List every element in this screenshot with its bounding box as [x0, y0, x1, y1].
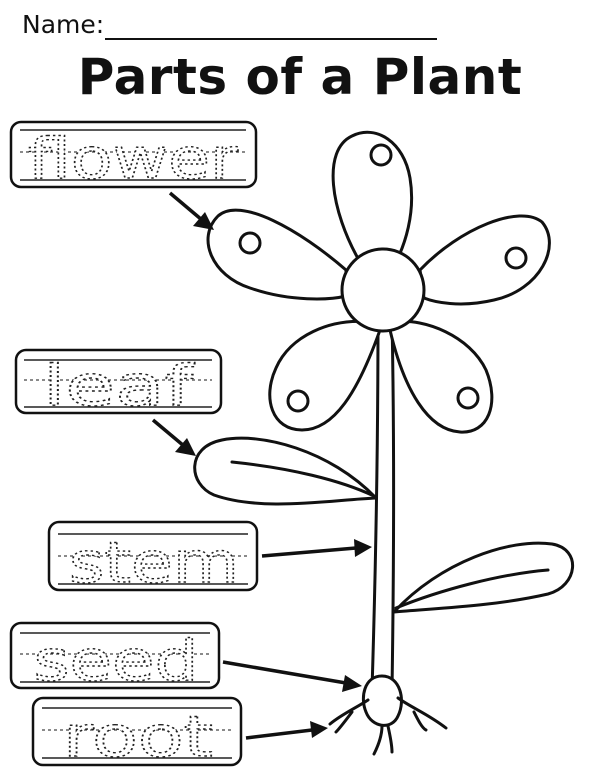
flower-word-box[interactable] [9, 120, 258, 189]
label-seed: seed [9, 621, 221, 695]
leaf-word-box[interactable] [14, 348, 223, 415]
stem-trace-text: stem [69, 531, 239, 596]
name-label: Name: [22, 10, 105, 39]
root-trace-text: root [63, 705, 213, 770]
leaf-arrow-line [151, 418, 186, 448]
top-petal-dot [369, 143, 393, 167]
lower-left-petal-dot [286, 389, 310, 413]
seed-arrow-line [222, 660, 347, 685]
left-leaf-vein [230, 460, 376, 498]
right-petal-shape [418, 214, 551, 306]
root-left [328, 698, 370, 734]
left-petal-dot [238, 231, 262, 255]
lower-left-petal-shape [268, 319, 382, 432]
leaf-arrowhead [175, 438, 196, 456]
seed-trace-text: seed [34, 629, 199, 694]
page-title: Parts of a Plant [77, 48, 523, 106]
root-arrow-line [245, 728, 313, 740]
label-flower: flower [9, 120, 258, 193]
flower-trace-text: flower [28, 127, 239, 192]
flower-center [340, 247, 426, 333]
stem-arrow-line [261, 546, 357, 558]
top-petal-shape [331, 130, 414, 264]
root-bottom [372, 724, 394, 756]
label-root: root [31, 696, 243, 771]
root-arrow [245, 721, 328, 740]
leaf-arrow [151, 418, 196, 456]
name-write-line[interactable] [105, 38, 437, 40]
label-leaf: leaf [14, 348, 223, 420]
seed-arrow [222, 660, 362, 692]
seed-word-box[interactable] [9, 621, 221, 690]
left-petal-shape [206, 208, 348, 301]
flower-arrowhead [193, 212, 214, 230]
lower-right-petal-dot [456, 386, 480, 410]
right-petal-dot [504, 246, 528, 270]
stem-word-box[interactable] [47, 520, 259, 592]
flower-arrow [168, 191, 214, 230]
stem-arrowhead [354, 539, 372, 557]
flower-arrow-line [168, 191, 204, 222]
seed-arrowhead [342, 675, 362, 692]
stem-shape [370, 316, 395, 692]
plant-illustration [193, 130, 574, 756]
stem-arrow [261, 539, 372, 558]
root-word-box[interactable] [31, 696, 243, 767]
root-right [396, 696, 448, 732]
right-leaf-vein [394, 568, 550, 610]
label-stem: stem [47, 520, 259, 597]
root-arrowhead [310, 721, 328, 738]
lower-right-petal-shape [388, 319, 494, 434]
leaf-trace-text: leaf [43, 354, 195, 419]
